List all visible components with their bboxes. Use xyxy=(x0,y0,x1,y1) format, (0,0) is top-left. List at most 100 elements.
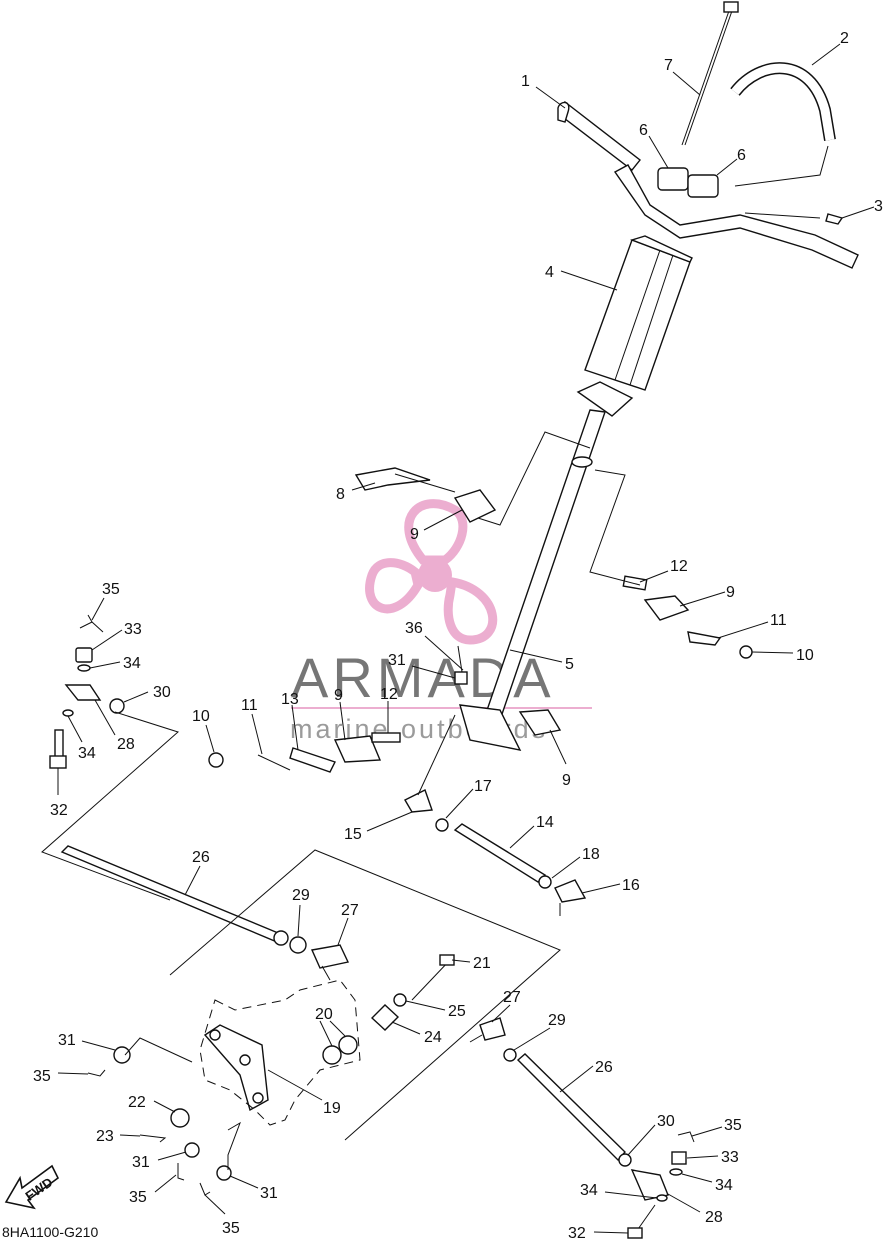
callout-6a: 6 xyxy=(639,122,669,169)
svg-text:35: 35 xyxy=(33,1068,51,1085)
callout-9a: 9 xyxy=(410,509,463,543)
callout-23: 23 xyxy=(96,1128,141,1145)
callout-17: 17 xyxy=(445,778,492,819)
svg-text:5: 5 xyxy=(565,656,574,673)
callout-28b: 28 xyxy=(667,1193,723,1226)
svg-text:35: 35 xyxy=(724,1117,742,1134)
svg-text:33: 33 xyxy=(721,1149,739,1166)
callout-14: 14 xyxy=(509,814,554,849)
svg-text:20: 20 xyxy=(315,1006,333,1023)
callout-1: 1 xyxy=(521,73,566,109)
callout-7: 7 xyxy=(664,57,701,96)
svg-text:29: 29 xyxy=(548,1012,566,1029)
callout-26a: 26 xyxy=(184,849,210,896)
svg-text:28: 28 xyxy=(705,1209,723,1226)
diagram-code: 8HA1100-G210 xyxy=(2,1224,98,1240)
callout-32a: 32 xyxy=(50,768,68,819)
svg-text:18: 18 xyxy=(582,846,600,863)
callout-31c: 31 xyxy=(229,1175,278,1202)
callout-31d: 31 xyxy=(388,652,456,679)
svg-text:29: 29 xyxy=(292,887,310,904)
callout-34d: 34 xyxy=(580,1182,658,1199)
callout-30b: 30 xyxy=(627,1113,675,1156)
callout-33a: 33 xyxy=(91,621,142,651)
steering-handle-assembly xyxy=(459,1,859,751)
svg-text:27: 27 xyxy=(503,989,521,1006)
callout-6b: 6 xyxy=(716,147,746,176)
svg-text:32: 32 xyxy=(568,1225,586,1242)
svg-text:13: 13 xyxy=(281,691,299,708)
callout-31a: 31 xyxy=(58,1032,116,1051)
linkage-parts xyxy=(208,467,753,916)
svg-text:3: 3 xyxy=(874,198,883,215)
svg-text:25: 25 xyxy=(448,1003,466,1020)
svg-text:11: 11 xyxy=(770,612,787,629)
svg-text:15: 15 xyxy=(344,826,362,843)
svg-text:35: 35 xyxy=(129,1189,147,1206)
svg-text:17: 17 xyxy=(474,778,492,795)
callout-24: 24 xyxy=(391,1021,442,1046)
callout-33b: 33 xyxy=(686,1149,739,1166)
callout-35b: 35 xyxy=(33,1068,89,1085)
callout-35c: 35 xyxy=(129,1174,177,1206)
callout-34b: 34 xyxy=(67,715,96,762)
callout-20: 20 xyxy=(315,1006,346,1047)
svg-text:16: 16 xyxy=(622,877,640,894)
callout-35e: 35 xyxy=(691,1117,742,1137)
svg-text:31: 31 xyxy=(388,652,406,669)
svg-text:26: 26 xyxy=(192,849,210,866)
svg-text:8: 8 xyxy=(336,486,345,503)
propeller-icon xyxy=(365,499,498,645)
svg-text:11: 11 xyxy=(241,697,258,714)
group-lines xyxy=(41,145,829,1170)
left-small-parts xyxy=(49,614,125,769)
svg-text:34: 34 xyxy=(78,745,96,762)
callout-29a: 29 xyxy=(292,887,310,937)
callout-16: 16 xyxy=(581,877,640,894)
callout-29b: 29 xyxy=(513,1012,566,1051)
svg-text:28: 28 xyxy=(117,736,135,753)
callout-30a: 30 xyxy=(123,684,171,703)
svg-text:32: 32 xyxy=(50,802,68,819)
svg-text:22: 22 xyxy=(128,1094,146,1111)
svg-text:30: 30 xyxy=(657,1113,675,1130)
svg-text:4: 4 xyxy=(545,264,554,281)
callout-36: 36 xyxy=(405,620,464,671)
callout-4: 4 xyxy=(545,264,618,291)
callout-34c: 34 xyxy=(681,1173,733,1194)
callout-27a: 27 xyxy=(337,902,359,946)
callout-26b: 26 xyxy=(559,1059,613,1093)
callout-28a: 28 xyxy=(94,699,135,753)
callout-11a: 11 xyxy=(717,612,787,639)
svg-text:12: 12 xyxy=(380,686,398,703)
callout-3: 3 xyxy=(841,198,883,219)
svg-text:19: 19 xyxy=(323,1100,341,1117)
svg-text:34: 34 xyxy=(123,655,141,672)
lower-linkage xyxy=(60,845,695,1239)
callout-11b: 11 xyxy=(241,697,263,755)
svg-text:2: 2 xyxy=(840,30,849,47)
svg-text:10: 10 xyxy=(192,708,210,725)
svg-text:27: 27 xyxy=(341,902,359,919)
svg-text:31: 31 xyxy=(132,1154,150,1171)
callout-9c: 9 xyxy=(334,687,346,741)
callout-34a: 34 xyxy=(89,655,141,672)
callout-12b: 12 xyxy=(380,686,398,733)
svg-text:23: 23 xyxy=(96,1128,114,1145)
svg-text:24: 24 xyxy=(424,1029,442,1046)
callout-5: 5 xyxy=(509,649,574,673)
svg-text:6: 6 xyxy=(639,122,648,139)
callout-21: 21 xyxy=(451,955,491,972)
callout-2: 2 xyxy=(811,30,849,66)
svg-text:6: 6 xyxy=(737,147,746,164)
callout-15: 15 xyxy=(344,714,456,843)
callout-35a: 35 xyxy=(91,581,120,621)
svg-text:12: 12 xyxy=(670,558,688,575)
svg-text:21: 21 xyxy=(473,955,491,972)
svg-text:26: 26 xyxy=(595,1059,613,1076)
callout-9b: 9 xyxy=(679,584,735,607)
callout-32b: 32 xyxy=(568,1225,629,1242)
svg-text:9: 9 xyxy=(410,526,419,543)
svg-text:30: 30 xyxy=(153,684,171,701)
